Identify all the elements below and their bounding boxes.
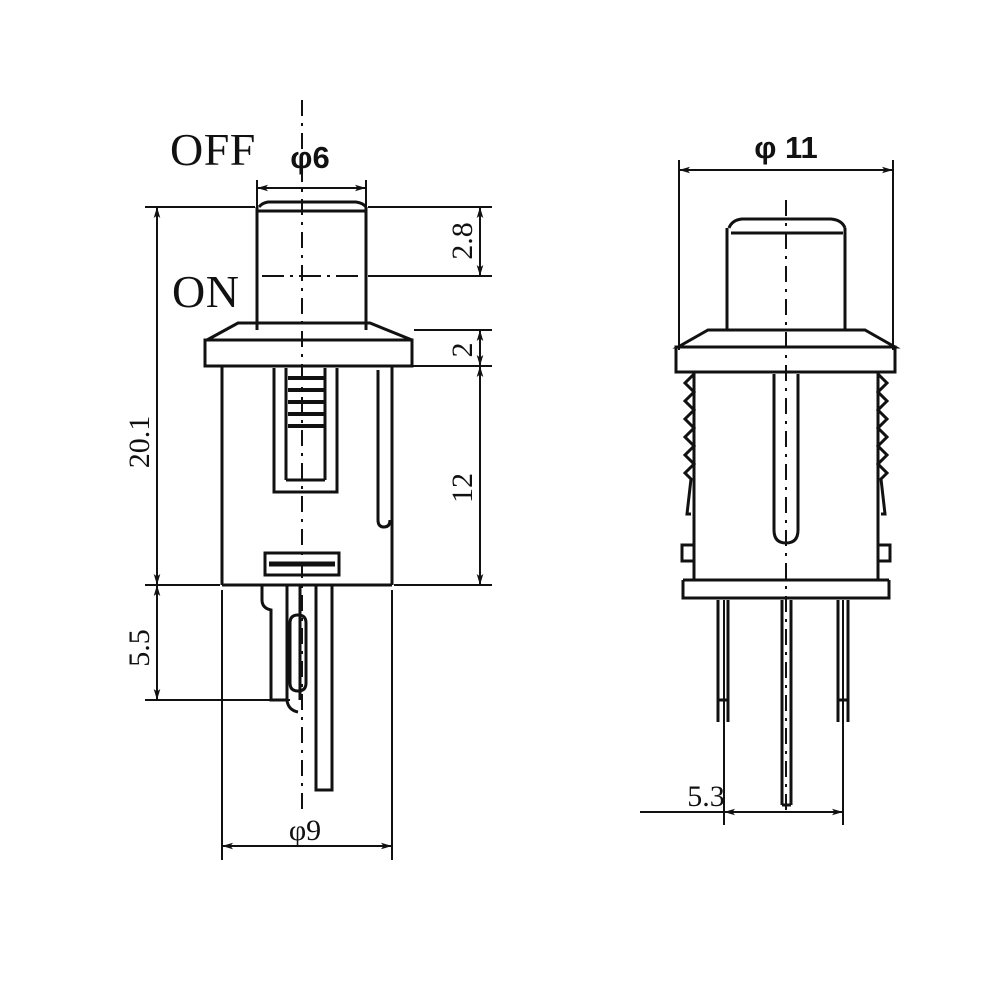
return-spring-coils bbox=[288, 376, 324, 428]
dim-overall-height bbox=[145, 206, 255, 586]
dim-flange-width bbox=[678, 160, 894, 350]
dim-terminal-length bbox=[145, 584, 290, 701]
body-knurl-texture bbox=[680, 372, 892, 563]
dim-label-plunger-travel: 2.8 bbox=[446, 222, 479, 260]
dim-label-plunger-diameter: φ6 bbox=[290, 140, 329, 175]
terminal-solder-slot bbox=[288, 613, 308, 693]
internal-contact-bar bbox=[263, 551, 341, 577]
dim-label-flange-diameter: φ9 bbox=[289, 814, 321, 847]
dim-label-terminal-pitch: 5.3 bbox=[687, 780, 725, 813]
dim-flange-diameter bbox=[221, 590, 393, 860]
dim-terminal-pitch bbox=[640, 600, 844, 825]
dim-body-height bbox=[394, 365, 492, 586]
on-label: ON bbox=[172, 266, 239, 317]
switch-body-outline bbox=[220, 366, 394, 587]
dim-plunger-diameter bbox=[256, 180, 367, 212]
right-view-geometry bbox=[640, 160, 901, 825]
dim-label-flange-width: φ 11 bbox=[754, 130, 818, 165]
dim-plunger-travel bbox=[368, 206, 492, 277]
left-view-geometry bbox=[145, 100, 492, 860]
dim-label-body-height: 12 bbox=[446, 473, 479, 503]
off-label: OFF bbox=[170, 124, 256, 175]
plunger-stem-right bbox=[725, 217, 847, 330]
terminal-legs-left-view bbox=[260, 586, 334, 792]
dim-label-terminal-length: 5.5 bbox=[123, 629, 156, 667]
flange-bezel-right bbox=[672, 328, 901, 374]
terminal-pins-right-view bbox=[716, 600, 850, 807]
dim-label-flange-thickness: 2 bbox=[446, 343, 479, 358]
body-latch-tab bbox=[376, 370, 392, 529]
dim-label-overall-height: 20.1 bbox=[123, 416, 156, 469]
plunger-stem bbox=[255, 200, 368, 330]
flange-bezel bbox=[203, 321, 414, 368]
internal-contact-carrier bbox=[272, 368, 339, 494]
internal-plunger-outline-right bbox=[772, 374, 800, 545]
